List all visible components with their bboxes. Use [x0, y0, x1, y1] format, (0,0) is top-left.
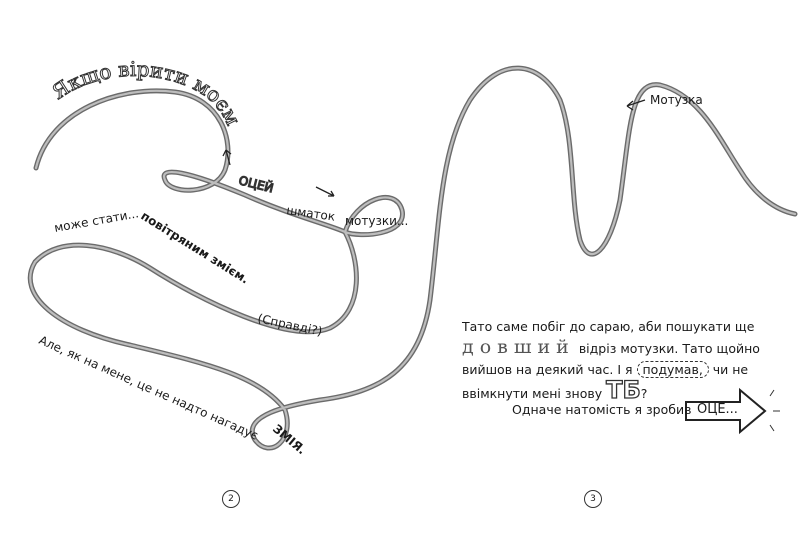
para-line-2: відріз мотузки. Тато щойно — [578, 341, 760, 356]
line2a-text: шматок — [286, 203, 336, 224]
para-line-1: Тато саме побіг до сараю, аби пошукати щ… — [462, 319, 755, 334]
tv-word: ТБ — [605, 376, 641, 404]
final-text: Одначе натомість я зробив — [512, 402, 692, 417]
thought-bubble: подумав, — [636, 361, 709, 378]
big-arrow-icon — [685, 387, 767, 435]
rope — [27, 65, 798, 451]
page-number-right: 3 — [584, 490, 602, 508]
para-line-3a: вийшов на деякий час. І я — [462, 362, 633, 377]
line3c-text: (Справді?) — [256, 311, 323, 338]
line2b-text: мотузки... — [345, 214, 408, 228]
story-paragraph: Тато саме побіг до сараю, аби пошукати щ… — [462, 316, 762, 404]
para-line-4: ввімкнути мені знову — [462, 386, 603, 401]
page-number-left: 2 — [222, 490, 240, 508]
line3b-text: повітряним змієм. — [138, 209, 251, 287]
line3a-text: може стати... — [53, 206, 140, 235]
rope-label: Мотузка — [650, 93, 703, 107]
arrow-label: ОЦЕ... — [697, 402, 738, 417]
burst-lines-icon — [769, 389, 780, 432]
fancy-word: довший — [462, 336, 575, 358]
para-line-3b: чи не — [712, 362, 749, 377]
arrow-icon — [222, 99, 646, 197]
question-mark: ? — [640, 386, 648, 401]
